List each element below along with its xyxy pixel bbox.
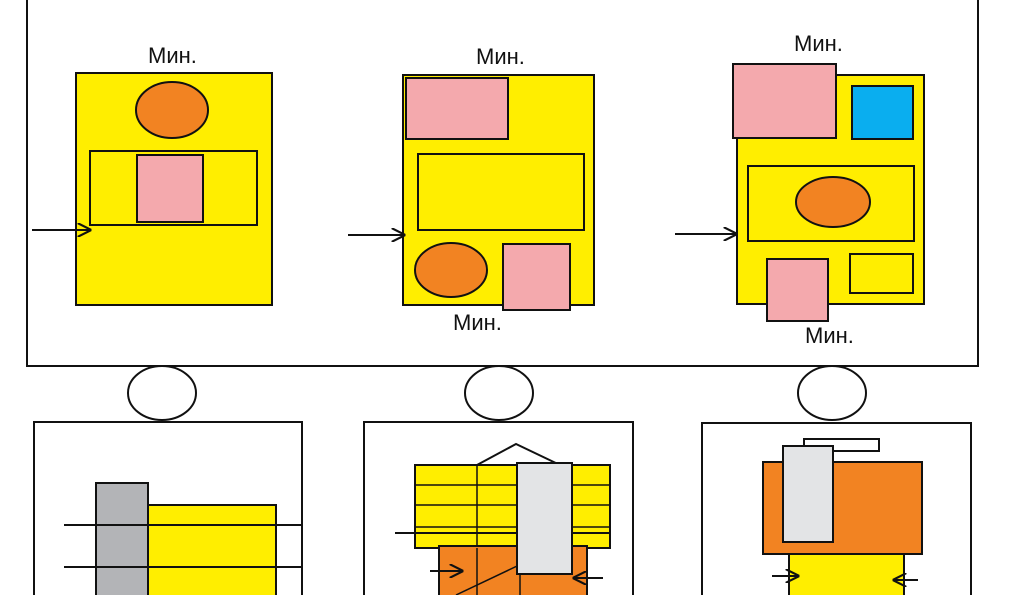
panel-1-pink-block [136,154,204,223]
panel-3-top-label: Мин. [794,31,843,56]
connector-circle-2 [464,365,534,421]
panel-3-bottom-label: Мин. [805,323,854,348]
panel-3-small-frame [849,253,914,294]
connector-circle-3 [797,365,867,421]
panel-1-frame [89,150,258,226]
panel-3: Мин. Мин. [675,31,925,348]
panel-3-pink-block-bottom [766,258,829,322]
panel-3-orange-circle [795,176,871,228]
panel-3-frame [747,165,915,242]
bottom-panel-2 [363,421,634,595]
bottom-panel-2-roof [476,442,561,466]
panel-3-pink-block-top [732,63,837,139]
panel-1-top-label: Мин. [148,43,197,68]
bottom-panel-1-yellow-block [144,504,277,595]
bottom-panel-1-gray-post [95,482,149,595]
connector-circle-1 [127,365,197,421]
bottom-panel-1 [33,421,303,595]
panel-2-bottom-label: Мин. [453,310,502,335]
bottom-panel-2-gray-post [516,462,573,575]
panel-2-top-label: Мин. [476,44,525,69]
panel-2-pink-block-bottom [502,243,571,311]
panel-3-blue-block [851,85,914,140]
bottom-panel-3-gray-post [782,445,834,543]
bottom-panel-3-yellow-block [788,553,905,595]
panel-1: Мин. [32,43,273,306]
panel-1-orange-circle [135,81,209,139]
bottom-panel-3 [701,422,972,595]
panel-2-orange-circle [414,242,488,298]
panel-2-frame [417,153,585,231]
panel-2-pink-block-top [405,77,509,140]
panel-2: Мин. Мин. [348,44,595,335]
bottom-panel-2-yellow-block [414,464,611,549]
